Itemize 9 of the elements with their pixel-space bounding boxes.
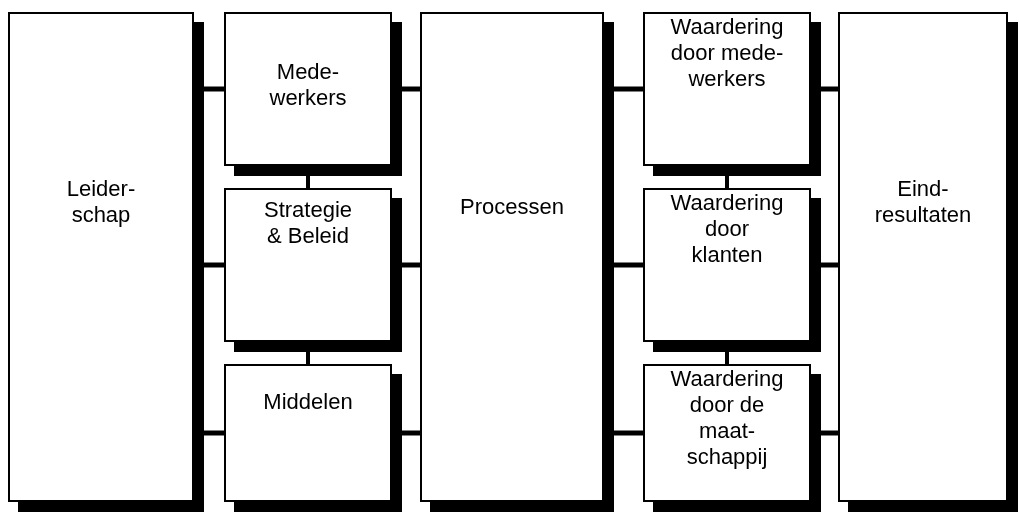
box-label: Waardering door de maat- schappij — [669, 366, 785, 470]
box-label: Mede- werkers — [269, 59, 347, 111]
box-label: Waardering door mede- werkers — [670, 14, 784, 92]
box-label: Strategie & Beleid — [263, 197, 353, 249]
box-label: Processen — [460, 194, 564, 220]
box-label: Middelen — [263, 389, 353, 415]
box-label: Waardering door klanten — [670, 190, 784, 268]
box-label: Eind- resultaten — [874, 176, 972, 228]
box-label: Leider- schap — [66, 176, 136, 228]
